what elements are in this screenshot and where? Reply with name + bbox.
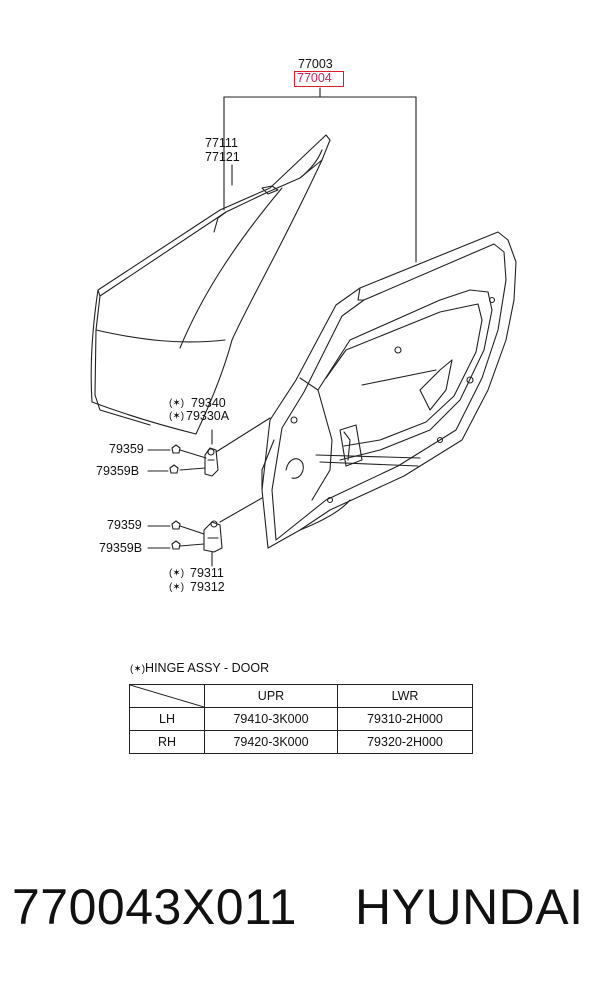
callout-lower-hinge-79312: 79312 bbox=[190, 580, 225, 594]
table-cell-upr: 79420-3K000 bbox=[204, 730, 338, 754]
callout-mark-icon: (✶) bbox=[169, 411, 185, 422]
table-corner-cell bbox=[129, 684, 205, 708]
table-header-row: UPR LWR bbox=[129, 684, 473, 708]
callout-assembly-77003: 77003 bbox=[298, 57, 333, 71]
footer-part-number: 770043X011 bbox=[12, 879, 297, 935]
callout-upper-bolt-79359b: 79359B bbox=[96, 464, 140, 478]
callout-mark-icon: (✶) bbox=[169, 582, 185, 593]
callout-highlight-box[interactable] bbox=[294, 71, 344, 87]
callout-lower-bolt-79359b: 79359B bbox=[99, 541, 143, 555]
assembly-leader-lines bbox=[223, 87, 417, 263]
callout-assembly-77004[interactable]: 77004 bbox=[297, 71, 332, 85]
callout-lower-bolt-79359: 79359 bbox=[107, 518, 142, 532]
callout-upper-hinge-79330a: 79330A bbox=[186, 409, 230, 423]
table-header-lwr: LWR bbox=[337, 684, 473, 708]
upper-hinge bbox=[204, 417, 271, 477]
inner-door-frame bbox=[261, 231, 517, 549]
table-cell-side: LH bbox=[129, 707, 205, 731]
note-title-text: HINGE ASSY - DOOR bbox=[145, 661, 270, 675]
callout-upper-hinge-79340: 79340 bbox=[191, 396, 226, 410]
callout-mark-icon: (✶) bbox=[169, 568, 185, 579]
callout-lower-hinge-79311: 79311 bbox=[190, 566, 224, 580]
corner-diagonal bbox=[130, 685, 204, 707]
callout-panel-77121: 77121 bbox=[205, 150, 240, 164]
table-cell-lwr: 79310-2H000 bbox=[337, 707, 473, 731]
outer-door-panel bbox=[90, 134, 331, 435]
lower-hinge bbox=[203, 497, 263, 567]
callout-upper-bolt-79359: 79359 bbox=[109, 442, 144, 456]
table-row: LH 79410-3K000 79310-2H000 bbox=[129, 707, 473, 731]
table-header-upr: UPR bbox=[204, 684, 338, 708]
callout-mark-icon: (✶) bbox=[169, 398, 185, 409]
table-cell-lwr: 79320-2H000 bbox=[337, 730, 473, 754]
hinge-assy-table: UPR LWR LH 79410-3K000 79310-2H000 RH 79… bbox=[129, 684, 473, 754]
callout-panel-77111: 77111 bbox=[205, 136, 238, 150]
table-row: RH 79420-3K000 79320-2H000 bbox=[129, 730, 473, 754]
footer-brand: HYUNDAI bbox=[355, 879, 584, 935]
note-mark-icon: (✶) bbox=[130, 664, 146, 675]
table-cell-side: RH bbox=[129, 730, 205, 754]
table-cell-upr: 79410-3K000 bbox=[204, 707, 338, 731]
hinge-note-title: (✶)HINGE ASSY - DOOR bbox=[130, 661, 269, 675]
hinge-bolts bbox=[147, 444, 207, 550]
